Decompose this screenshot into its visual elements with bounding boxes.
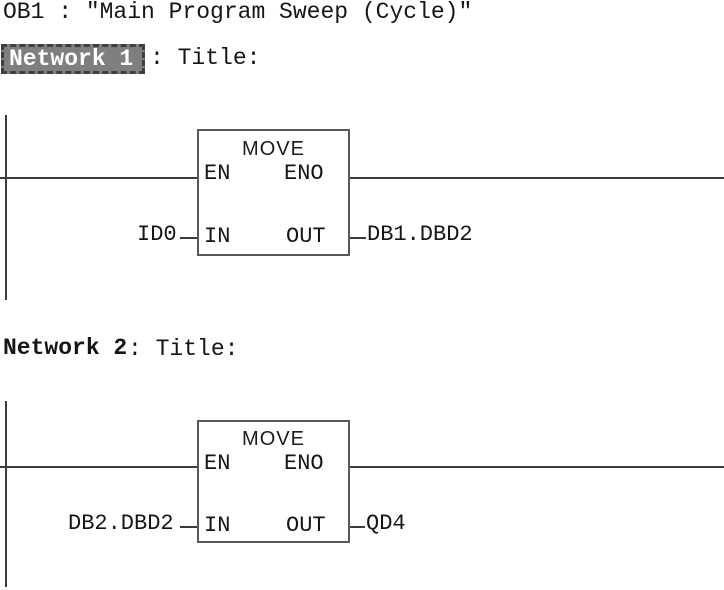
- move-block-1-type: MOVE: [242, 138, 305, 160]
- network-1-label[interactable]: Network 1: [1, 44, 145, 74]
- network-2-power-rail: [5, 401, 7, 587]
- network-1-out-stub-wire: [350, 237, 366, 239]
- move-block-1-eno-port: ENO: [284, 161, 324, 186]
- move-block-2-out-port: OUT: [286, 513, 326, 538]
- move-block-2-type: MOVE: [242, 428, 305, 450]
- network-1-in-stub-wire: [180, 237, 197, 239]
- network-1-label-text: Network 1: [9, 45, 134, 72]
- network-1-title[interactable]: : Title:: [150, 45, 261, 71]
- move-block-2-eno-port: ENO: [284, 451, 324, 476]
- move-block-2[interactable]: MOVE EN ENO IN OUT: [197, 420, 350, 543]
- network-2-in-stub-wire: [180, 526, 197, 528]
- network-2-title[interactable]: : Title:: [128, 336, 239, 362]
- network-1-rung-wire-left: [0, 177, 197, 179]
- block-header-text[interactable]: OB1 : "Main Program Sweep (Cycle)": [3, 0, 473, 25]
- network-1-in-operand[interactable]: ID0: [137, 222, 177, 247]
- network-2-in-operand[interactable]: DB2.DBD2: [68, 511, 174, 536]
- move-block-1-en-port: EN: [204, 161, 231, 186]
- move-block-1-in-port: IN: [204, 224, 231, 249]
- network-1-rung-wire-right: [350, 177, 724, 179]
- move-block-1-out-port: OUT: [286, 224, 326, 249]
- move-block-2-in-port: IN: [204, 513, 231, 538]
- move-block-2-en-port: EN: [204, 451, 231, 476]
- network-1-power-rail: [5, 115, 7, 300]
- network-2-rung-wire-right: [350, 466, 724, 468]
- network-2-out-stub-wire: [350, 526, 365, 528]
- network-2-rung-wire-left: [0, 466, 197, 468]
- network-1-out-operand[interactable]: DB1.DBD2: [367, 222, 473, 247]
- network-2-label[interactable]: Network 2: [3, 335, 128, 361]
- move-block-1[interactable]: MOVE EN ENO IN OUT: [197, 129, 350, 256]
- network-2-out-operand[interactable]: QD4: [366, 511, 406, 536]
